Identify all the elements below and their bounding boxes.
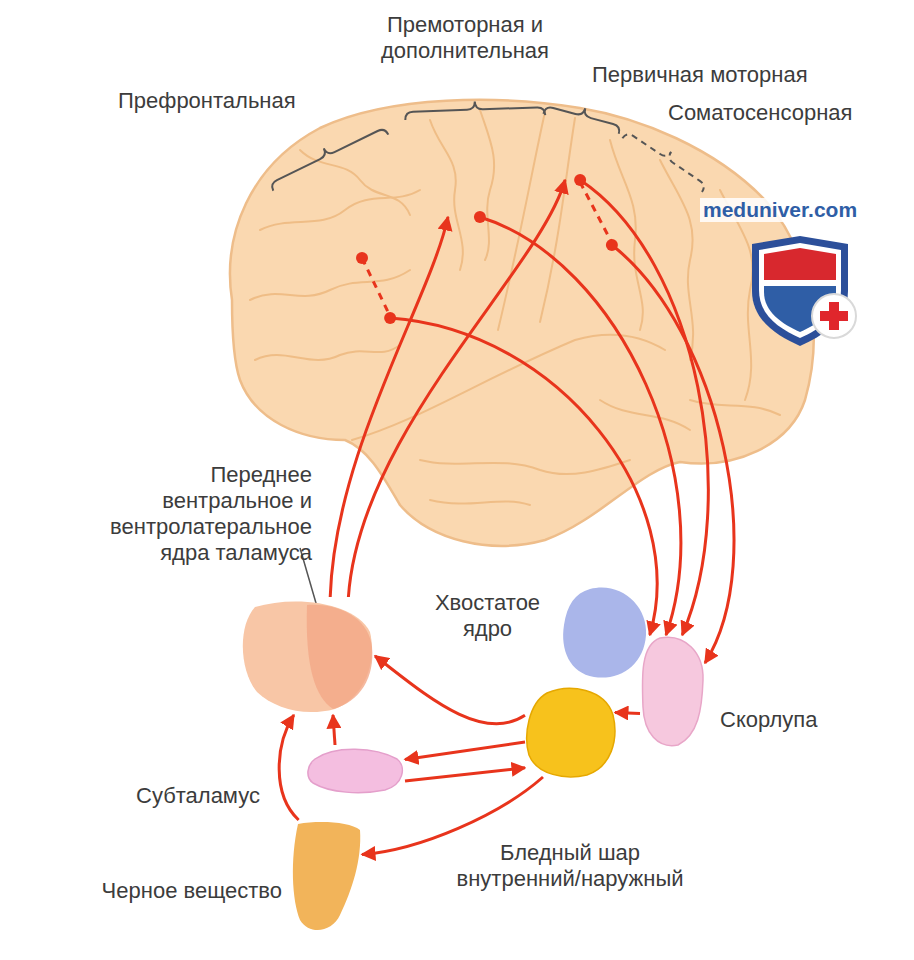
cortex-leader: [362, 182, 612, 316]
pathway-arrow: [405, 768, 525, 781]
area-brace: [266, 98, 711, 192]
substantia-nigra-shape: Черное вещество: [290, 820, 362, 935]
region-label: Переднее вентральное и вентролатеральное…: [80, 462, 312, 566]
pathway-arrow: [348, 180, 565, 597]
region-label: Черное вещество: [102, 878, 282, 904]
pathway-arrow: [615, 711, 640, 715]
thalamus-shape: Переднее вентральное и вентролатеральное…: [235, 597, 375, 715]
region-label: Префронтальная: [118, 88, 296, 114]
pathway-arrow: [375, 656, 525, 724]
pathway-arrow: [405, 742, 525, 759]
watermark: meduniver.com: [700, 198, 860, 222]
cortex-area: Премоторная и дополнительная: [360, 12, 570, 217]
region-label: Субталамус: [136, 783, 260, 809]
cortex-dot: [356, 252, 368, 264]
subthalamus-shape: Субталамус: [305, 745, 405, 793]
pathway-arrow: [390, 318, 657, 635]
thalamus-shape-outline: [235, 597, 375, 715]
pathway-arrow: [279, 715, 298, 820]
region-label: Соматосенсорная: [668, 100, 852, 126]
cortex-area: Соматосенсорная: [600, 100, 890, 245]
pathway-arrow: [330, 217, 448, 597]
caudate-shape: Хвостатое ядро: [560, 585, 648, 680]
region-label: Скорлупа: [720, 707, 817, 733]
region-label: Премоторная и дополнительная: [360, 12, 570, 64]
brain-gyri: [250, 110, 780, 505]
pathway-origin-dot: [606, 239, 618, 251]
globus-pallidus-shape: Бледный шар внутренний/наружный: [525, 685, 615, 777]
subthalamus-shape-outline: [305, 745, 405, 793]
putamen-shape: Скорлупа: [640, 635, 705, 747]
region-label: Бледный шар внутренний/наружный: [445, 840, 695, 892]
pathway-origin-dot: [574, 174, 586, 186]
pathway-arrow: [580, 180, 708, 635]
pathway-origin-dot: [474, 211, 486, 223]
caudate-shape-outline: [560, 585, 648, 680]
cortex-area: Префронтальная: [110, 88, 400, 318]
site-logo: [752, 236, 856, 346]
substantia-nigra-shape-outline: [290, 820, 362, 935]
globus-pallidus-shape-outline: [525, 685, 615, 777]
pathway-origin-dot: [384, 312, 396, 324]
region-label: Хвостатое ядро: [420, 590, 555, 642]
brain-outline: [230, 100, 814, 546]
putamen-shape-outline: [640, 635, 705, 747]
region-label: Первичная моторная: [592, 62, 808, 88]
pathway-arrow: [333, 715, 335, 745]
